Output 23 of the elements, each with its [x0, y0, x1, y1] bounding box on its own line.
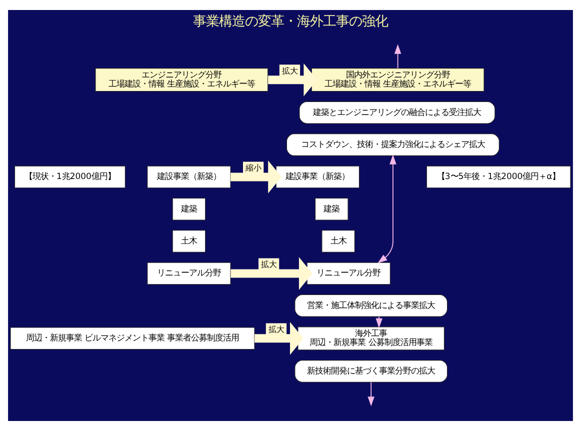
node-box: 建設事業（新築）	[147, 166, 231, 188]
node-box: 新技術開発に基づく事業分野の拡大	[294, 360, 448, 382]
node-box: 建築	[314, 198, 348, 220]
arrow	[378, 154, 396, 264]
node-box: リニューアル分野	[147, 262, 231, 285]
node-box: 土木	[172, 230, 206, 253]
arrow	[368, 382, 374, 406]
node-box: 周辺・新規事業 ビルマネジメント事業 事業者公募制度活用	[10, 327, 255, 350]
node-box: エンジニアリング分野 工場建設・情報 生産施設・エネルギー等	[95, 68, 268, 92]
node-box: 営業・施工体制強化による事業拡大	[294, 294, 448, 317]
node-box: リニューアル分野	[306, 262, 391, 285]
node-box: 建設事業（新築）	[276, 166, 360, 188]
arrow	[376, 316, 383, 328]
node-box: コストダウン、技術・提案力強化によるシェア拡大	[286, 134, 500, 156]
arrow	[394, 44, 402, 69]
node-box: 【現状・1兆2000億円】	[14, 166, 126, 188]
node-box: 【3〜5年後・1兆2000億円＋α】	[426, 166, 571, 188]
node-box: 国内外エンジニアリング分野 工場建設・情報 生産施設・エネルギー等	[311, 68, 484, 92]
node-box: 土木	[322, 230, 355, 253]
node-box: 建築	[172, 198, 206, 220]
node-box: 海外工事 周辺・新規事業 公募制度活用事業	[298, 326, 445, 350]
node-box: 建築とエンジニアリングの融合による受注拡大	[299, 101, 496, 124]
diagram-title: 事業構造の変革・海外工事の強化	[193, 14, 388, 30]
